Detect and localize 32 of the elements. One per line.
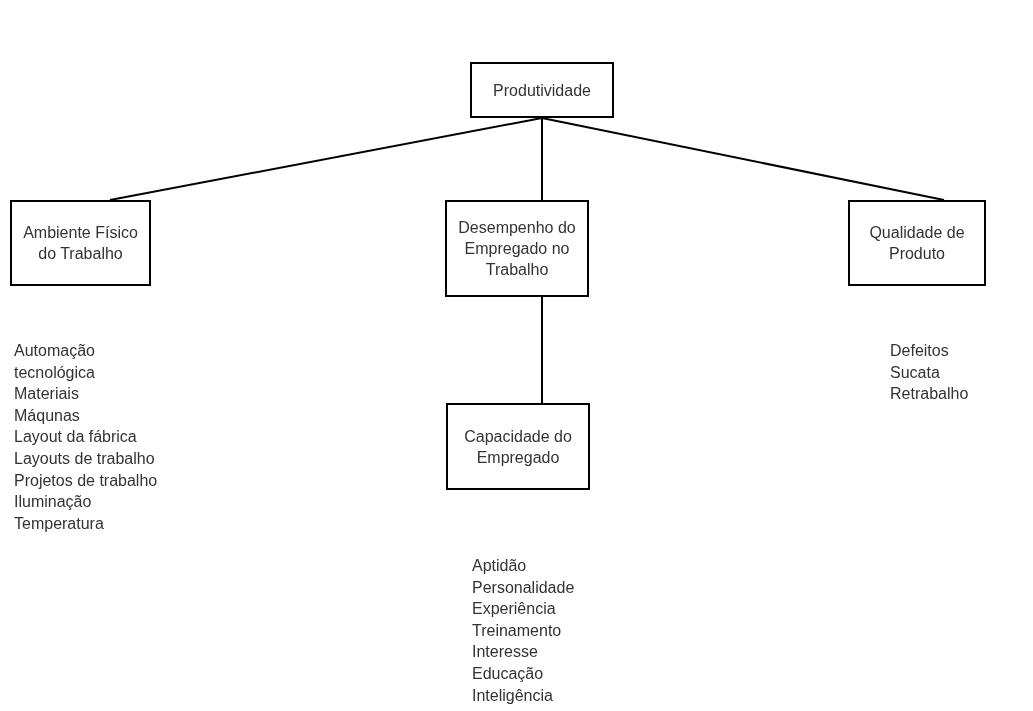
- connector-line: [541, 117, 945, 201]
- box-label: Ambiente Físico do Trabalho: [22, 223, 139, 264]
- list-item: Retrabalho: [890, 384, 969, 405]
- list-item: Interesse: [472, 642, 538, 663]
- box-label: Qualidade de Produto: [868, 223, 966, 264]
- list-item: Iluminação: [14, 492, 92, 513]
- connector-line: [109, 117, 543, 201]
- list-item: Projetos de trabalho: [14, 470, 158, 491]
- list-item: Inteligência: [472, 685, 553, 706]
- connector-line: [541, 296, 543, 404]
- process-box: [445, 200, 589, 297]
- list-item: Aptidão: [472, 556, 527, 576]
- box-label: Capacidade do Empregado: [463, 426, 573, 468]
- process-box: [446, 403, 590, 490]
- process-box: [470, 62, 614, 118]
- list-item: Personalidade: [472, 577, 575, 598]
- list-item: Temperatura: [14, 513, 104, 534]
- list-item: Defeitos: [890, 341, 949, 361]
- list-item: Layouts de trabalho: [14, 448, 155, 469]
- list-item: Materiais: [14, 384, 79, 405]
- list-item: Treinamento: [472, 620, 562, 641]
- box-label: Produtividade: [493, 80, 591, 101]
- box-label: Desempenho do Empregado no Trabalho: [457, 218, 577, 280]
- process-box: [10, 200, 151, 286]
- list-item: Experiência: [472, 599, 556, 620]
- list-item: Sucata: [890, 362, 940, 383]
- list-item: Layout da fábrica: [14, 427, 137, 448]
- connector-line: [541, 117, 543, 201]
- process-box: [848, 200, 986, 286]
- list-item: Automação tecnológica: [14, 341, 96, 383]
- list-item: Educação: [472, 663, 544, 684]
- list-item: Máqunas: [14, 405, 80, 426]
